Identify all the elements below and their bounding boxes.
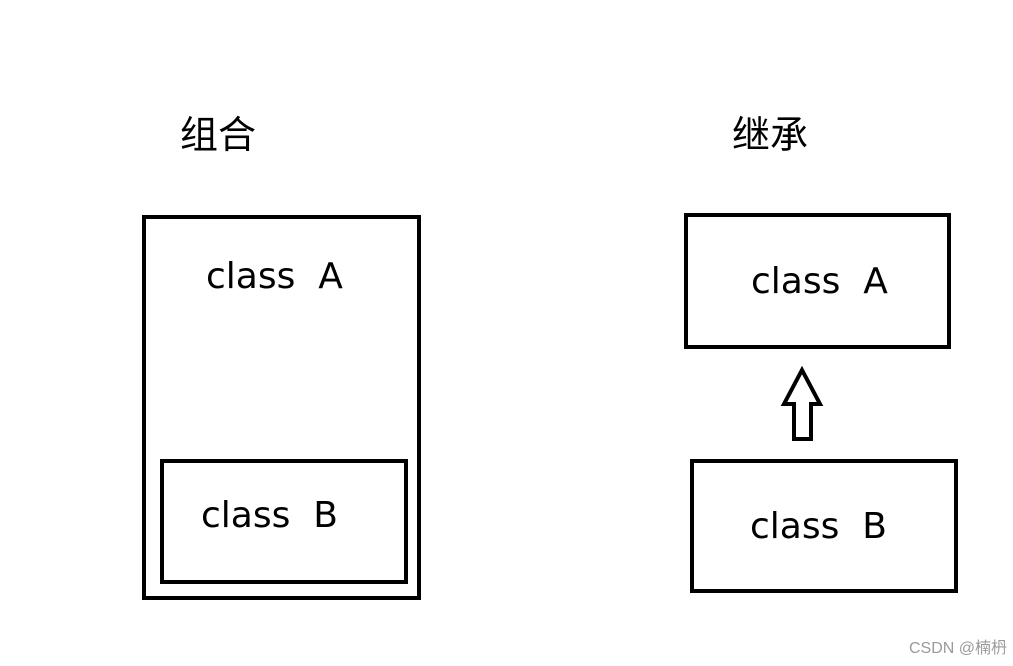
- inheritance-class-a-label: class A: [751, 261, 888, 302]
- inheritance-heading: 继承: [732, 113, 809, 157]
- inheritance-arrow-up-icon: [780, 365, 824, 441]
- composition-outer-class-box: class A class B: [142, 215, 421, 600]
- composition-inner-class-box: class B: [160, 459, 408, 584]
- composition-class-a-label: class A: [206, 256, 343, 297]
- inheritance-class-b-label: class B: [750, 506, 887, 547]
- composition-class-b-label: class B: [201, 495, 338, 536]
- inheritance-parent-class-box: class A: [684, 213, 951, 349]
- inheritance-child-class-box: class B: [690, 459, 958, 593]
- composition-heading: 组合: [180, 113, 257, 157]
- watermark: CSDN @楠枬: [908, 640, 1007, 657]
